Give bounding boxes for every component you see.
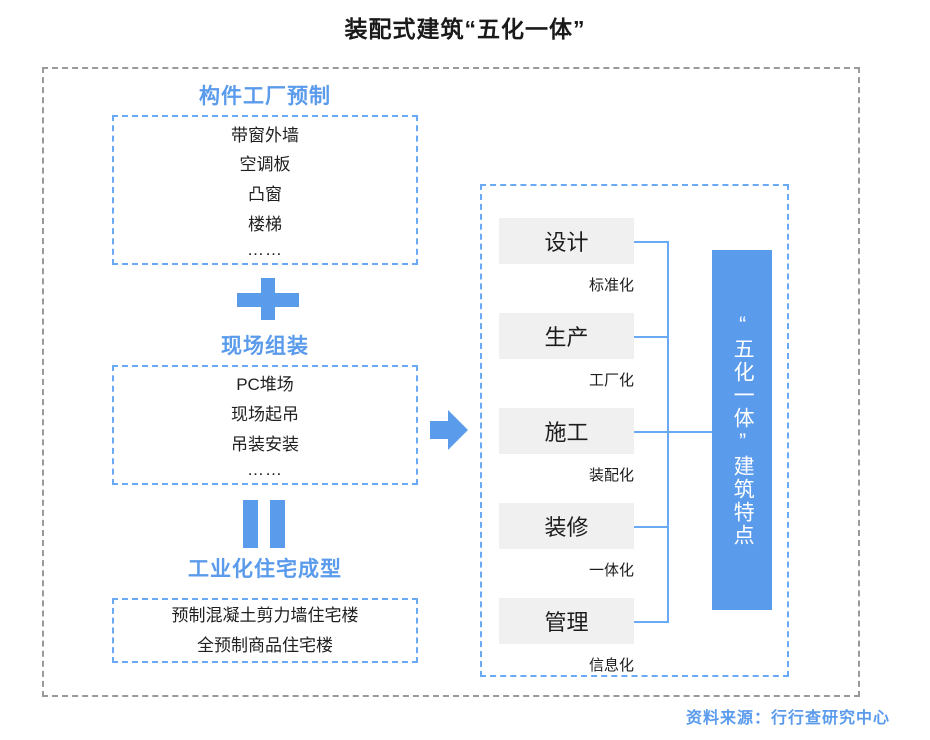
stage-box-design: 设计 — [499, 218, 634, 264]
source-note: 资料来源：行行查研究中心 — [685, 710, 890, 727]
list-item: 带窗外墙 — [231, 125, 299, 145]
stage-label-design: 标准化 — [588, 277, 634, 294]
connector-production — [634, 336, 667, 338]
stage-label-production: 工厂化 — [588, 372, 634, 389]
list-item: 空调板 — [239, 155, 291, 175]
arrow-shaft — [430, 421, 452, 439]
stage-box-construction: 施工 — [499, 408, 634, 454]
section-heading-prefab: 构件工厂预制 — [199, 85, 331, 108]
list-item: 全预制商品住宅楼 — [197, 635, 333, 655]
prefab-items-box: 带窗外墙 空调板 凸窗 楼梯 …… — [112, 115, 418, 265]
connector-decoration — [634, 526, 667, 528]
section-heading-industrial: 工业化住宅成型 — [188, 558, 342, 581]
list-ellipsis: …… — [247, 239, 283, 259]
section-heading-assemble: 现场组装 — [221, 335, 309, 358]
right-panel-dashed-box: 设计 标准化 生产 工厂化 施工 装配化 装修 一体化 管理 信息化 “五化一体… — [480, 184, 789, 677]
equals-icon-bar-left — [243, 500, 258, 548]
stage-box-management: 管理 — [499, 598, 634, 644]
stage-box-production: 生产 — [499, 313, 634, 359]
list-item: 现场起吊 — [231, 405, 299, 425]
stage-box-decoration: 装修 — [499, 503, 634, 549]
arrow-right-icon — [430, 410, 468, 450]
stage-label-construction: 装配化 — [588, 467, 634, 484]
connector-management — [634, 621, 667, 623]
assemble-items-box: PC堆场 现场起吊 吊装安装 …… — [112, 365, 418, 485]
list-item: PC堆场 — [236, 375, 294, 395]
connector-construction — [634, 431, 667, 433]
stage-label-management: 信息化 — [588, 657, 634, 674]
arrow-head — [448, 410, 468, 450]
equals-icon-bar-right — [270, 500, 285, 548]
page-title: 装配式建筑“五化一体” — [344, 16, 586, 42]
industrial-items-box: 预制混凝土剪力墙住宅楼 全预制商品住宅楼 — [112, 598, 418, 663]
stage-label-decoration: 一体化 — [588, 562, 634, 579]
plus-icon — [237, 278, 299, 320]
connector-to-feature-bar — [667, 431, 712, 433]
feature-bar: “五化一体”建筑特点 — [712, 250, 772, 610]
list-ellipsis: …… — [247, 459, 283, 479]
plus-icon-vertical-bar — [261, 278, 275, 320]
equals-icon — [243, 500, 285, 548]
list-item: 预制混凝土剪力墙住宅楼 — [171, 605, 359, 625]
connector-design — [634, 241, 667, 243]
list-item: 吊装安装 — [231, 434, 299, 454]
outer-dashed-frame — [42, 67, 860, 697]
list-item: 凸窗 — [248, 185, 282, 204]
list-item: 楼梯 — [248, 214, 282, 234]
